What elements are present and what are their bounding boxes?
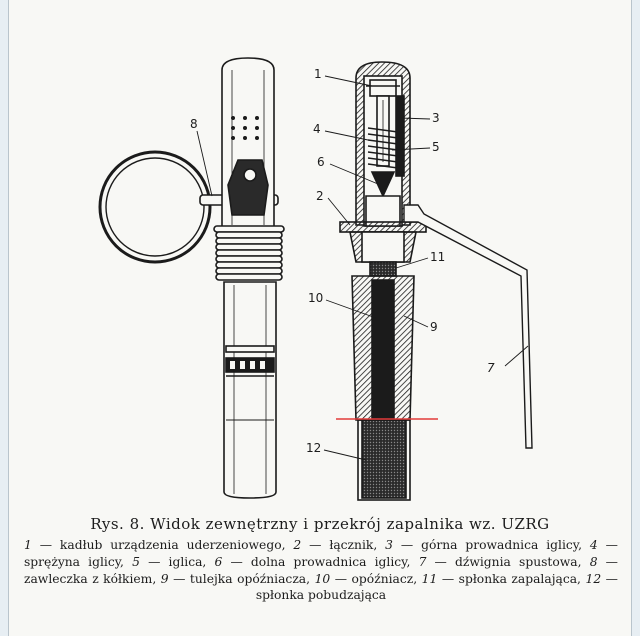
part-label-4: 4 (313, 122, 321, 136)
lower-body (223, 281, 277, 499)
legend-entry: 12 — spłonka pobudzająca (255, 571, 618, 603)
legend-entry: 2 — łącznik, (293, 538, 378, 552)
legend-entry: 10 — opóźniacz, (314, 571, 418, 586)
legend-entry: 6 — dolna prowadnica iglicy, (214, 554, 411, 569)
fuze-illustration: 1 2 3 4 5 6 7 8 9 10 11 12 (98, 57, 533, 501)
part-label-3: 3 (432, 111, 440, 125)
spring-coils (213, 225, 285, 281)
legend-entry: 3 — górna prowadnica iglicy, (385, 538, 583, 552)
legend-entry: 11 — spłonka zapalająca, (421, 571, 581, 586)
delay-element (371, 279, 395, 421)
part-label-8: 8 (190, 117, 198, 131)
part-label-2: 2 (316, 189, 324, 203)
part-label-1: 1 (314, 67, 322, 81)
part-label-7: 7 (487, 361, 495, 375)
part-label-6: 6 (317, 155, 325, 169)
vent-holes (231, 116, 259, 140)
part-label-10: 10 (308, 291, 323, 305)
coupler (339, 221, 427, 233)
part-label-5: 5 (432, 140, 440, 154)
igniting-primer (369, 261, 397, 277)
striker-mechanism (227, 159, 269, 216)
trigger-lever (403, 204, 533, 449)
figure-caption-title: Rys. 8. Widok zewnętrzny i przekrój zapa… (90, 515, 550, 533)
part-label-11: 11 (430, 250, 445, 264)
legend-entry: 8 — zawleczka z kółkiem, (24, 554, 618, 586)
figure-caption-legend: 1 — kadłub urządzenia uderzeniowego, 2 —… (24, 537, 618, 604)
cross-section (339, 61, 533, 501)
external-view (98, 57, 285, 499)
legend-entry: 7 — dźwignia spustowa, (418, 554, 582, 569)
detonator (361, 419, 407, 499)
part-label-9: 9 (430, 320, 438, 334)
legend-entry: 9 — tulejka opóźniacza, (160, 571, 311, 586)
legend-entry: 5 — iglica, (132, 554, 207, 569)
pull-ring (98, 150, 212, 264)
firing-pin-spring (367, 127, 399, 169)
leader-lines (196, 75, 529, 461)
legend-entry: 4 — sprężyna iglicy, (24, 538, 618, 569)
part-labels: 1 2 3 4 5 6 7 8 9 10 11 12 (190, 67, 495, 455)
legend-entry: 1 — kadłub urządzenia uderzeniowego, (24, 538, 286, 552)
part-label-12: 12 (306, 441, 321, 455)
